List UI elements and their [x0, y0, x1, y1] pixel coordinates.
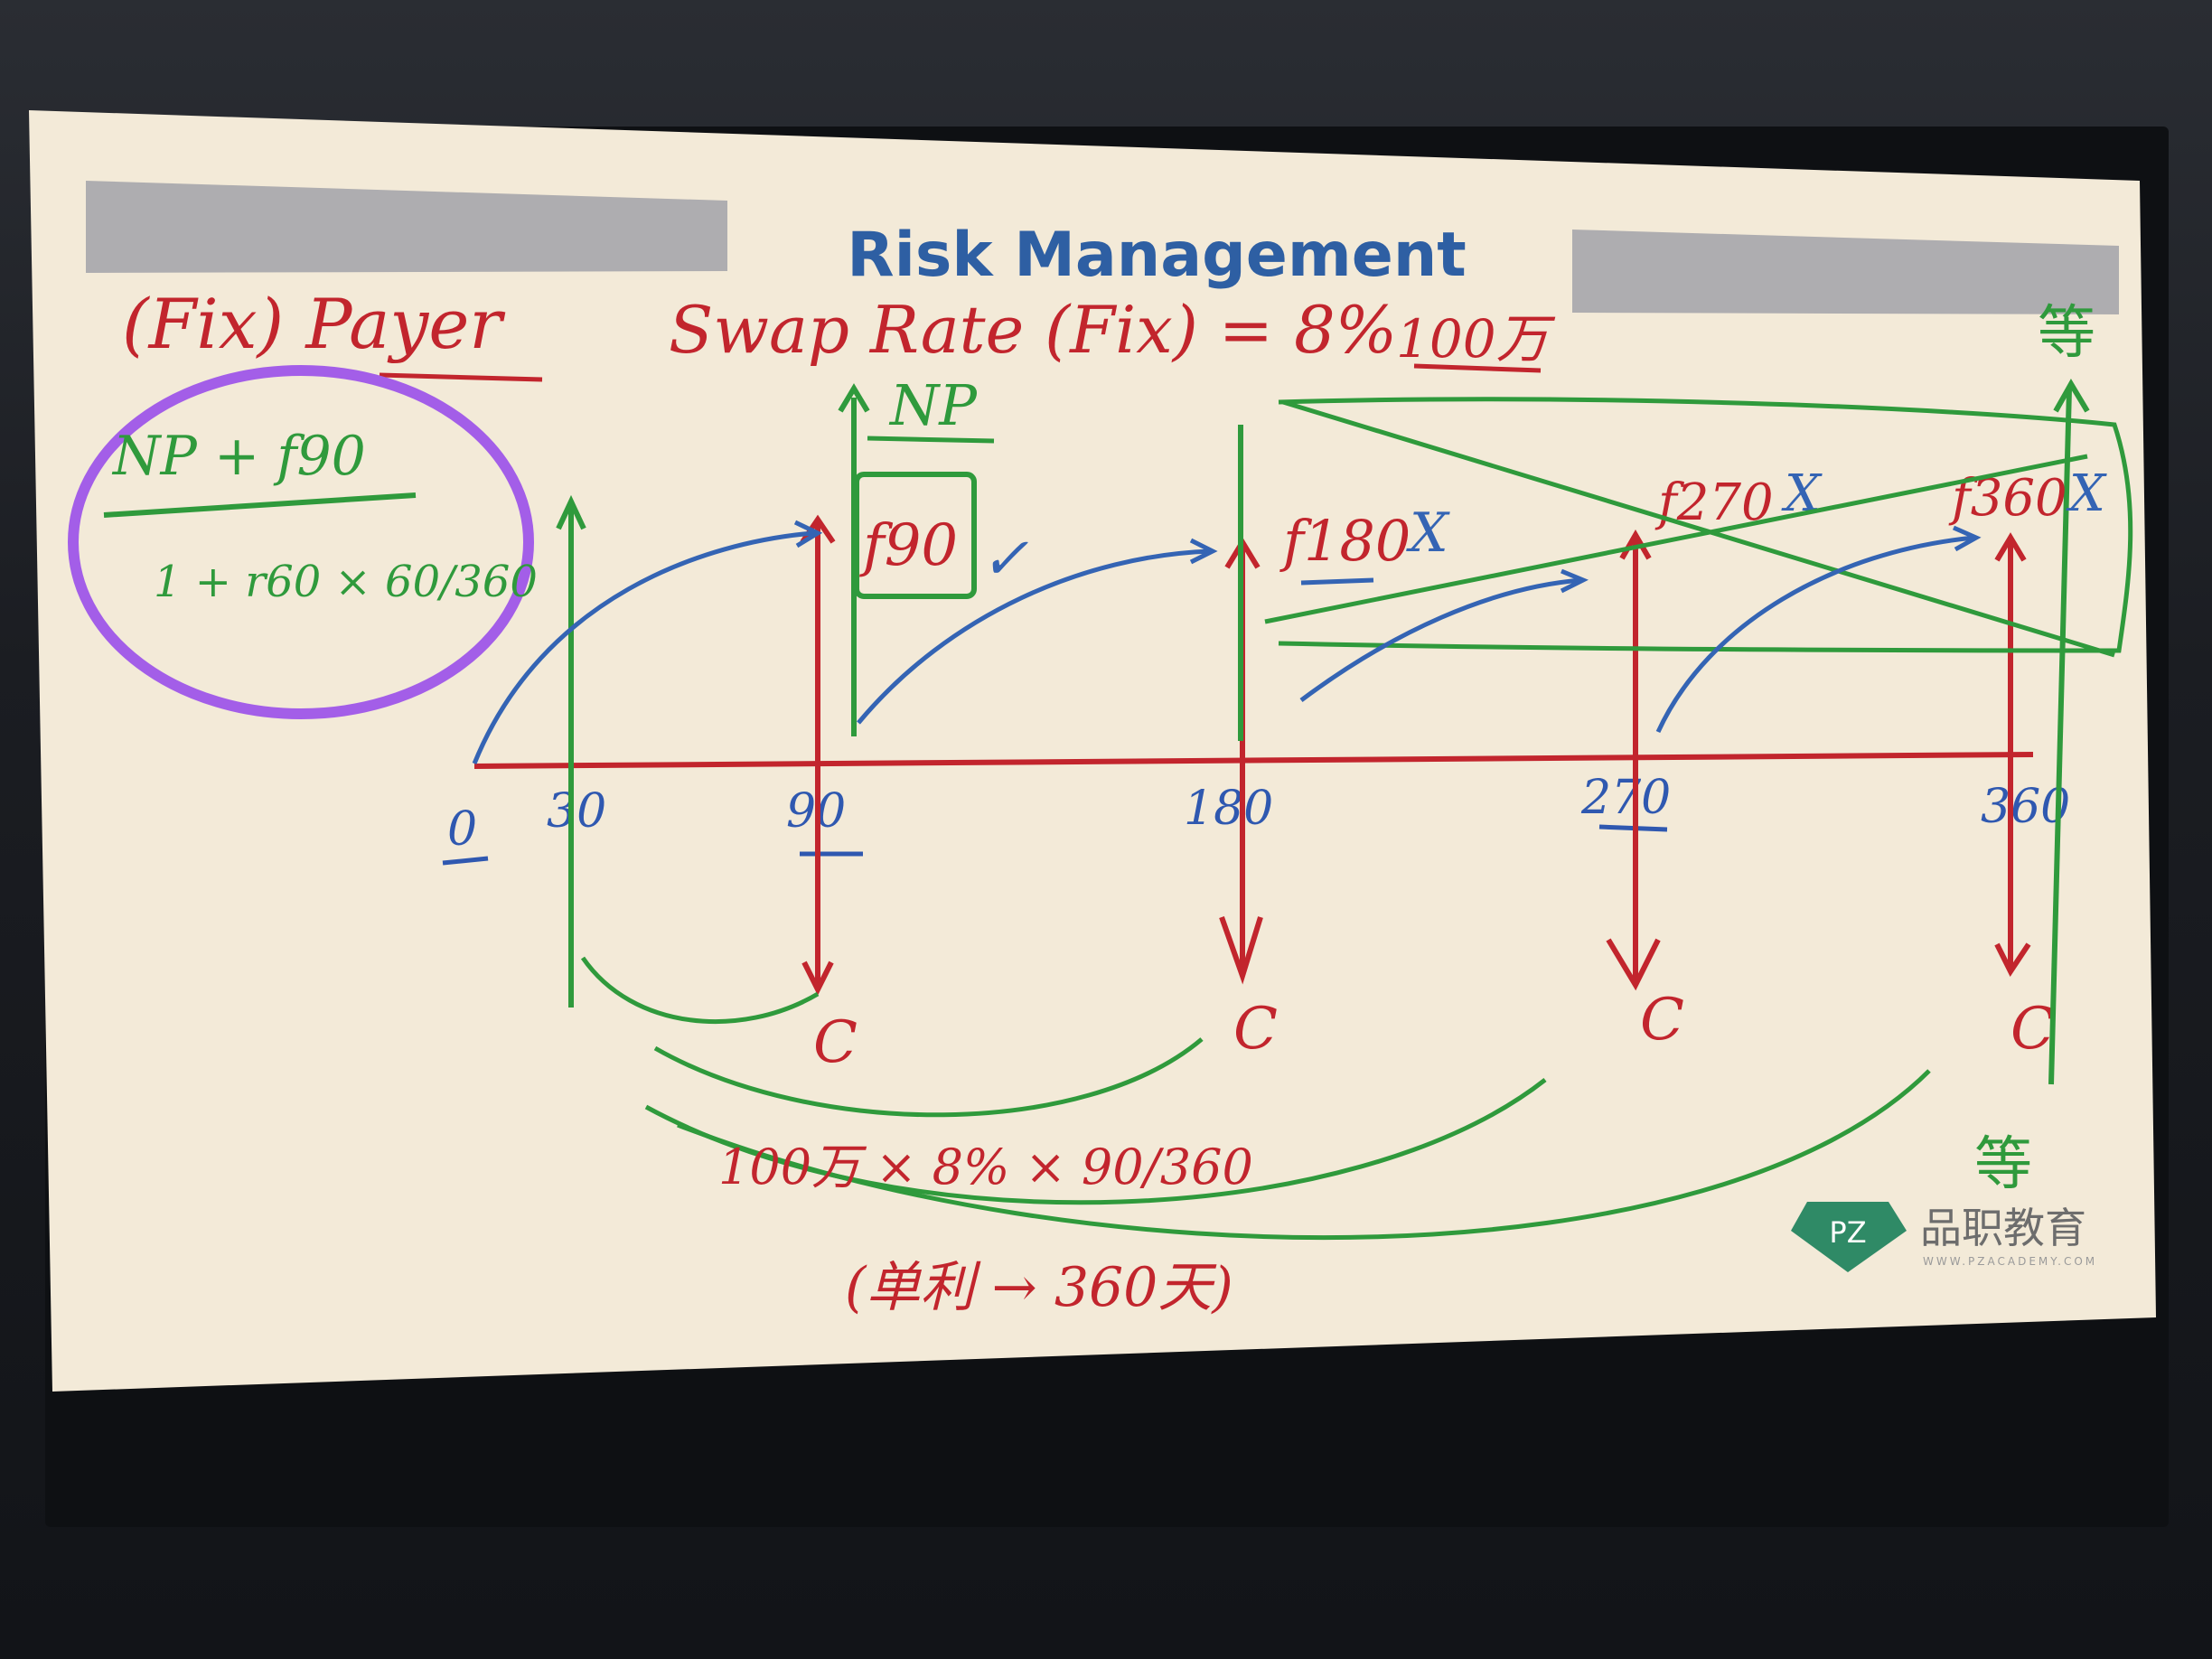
arc-180-270	[1299, 577, 1582, 703]
cash-label-270: C	[1640, 987, 1684, 1054]
f90-label: f90	[859, 512, 958, 579]
logo-url: WWW.PZACADEMY.COM	[1923, 1255, 2097, 1268]
arc-0-90	[472, 530, 814, 764]
green-arrowhead-360	[2053, 379, 2090, 413]
header-bar-right	[1572, 230, 2119, 314]
tick-label-180: 180	[1184, 782, 1273, 836]
logo-mark-icon	[1791, 1202, 1907, 1272]
swap-rate-label: Swap Rate (Fix) = 8%	[669, 292, 1397, 368]
f180-cross: X	[1406, 501, 1450, 565]
green-arrowhead-30	[556, 494, 586, 530]
arc-90-180	[857, 548, 1212, 725]
logo-mark-text: PZ	[1829, 1215, 1866, 1250]
logo-name: 品职教育	[1920, 1204, 2086, 1252]
f360-label: f360	[1948, 469, 2067, 528]
crossout-diagonal-2	[1264, 454, 2088, 624]
np-label: NP	[888, 372, 978, 438]
crossout-outline	[1278, 397, 2133, 653]
formula-denominator: 1 + r60 × 60/360	[154, 557, 538, 607]
f180-underline	[1300, 577, 1374, 586]
payer-underline	[379, 372, 543, 382]
highlight-circle	[68, 365, 534, 719]
crossed-out-region	[1264, 397, 2133, 658]
f360-cross: X	[2066, 464, 2107, 523]
arrowhead-180-down	[1219, 915, 1263, 985]
arc-270-360-head	[1952, 525, 1982, 552]
formula-numerator: NP + f90	[111, 425, 366, 488]
cash-label-90: C	[813, 1009, 858, 1076]
header-bar-left	[86, 181, 727, 273]
arc-180-270-head	[1560, 568, 1589, 594]
cash-label-180: C	[1233, 996, 1278, 1063]
arc-90-180-head	[1189, 538, 1218, 565]
coupon-formula: 100万 × 8% × 90/360	[718, 1139, 1253, 1195]
arrowhead-90-down	[801, 961, 834, 996]
payment-arrows	[800, 514, 2031, 996]
tick-label-0: 0	[447, 802, 477, 857]
f180-label: f180	[1279, 508, 1411, 574]
green-arrowhead-90	[838, 383, 870, 413]
crossout-diagonal-1	[1282, 399, 2115, 658]
timeline-ticks: 0 30 90 180 270 360	[447, 771, 2070, 857]
equal-mark-top: 等	[2038, 300, 2095, 367]
tick-label-30: 30	[547, 784, 606, 839]
tick-label-270: 270	[1580, 771, 1671, 825]
notional-underline	[1413, 363, 1542, 373]
f90-box	[854, 472, 977, 599]
arc-0-90-head	[793, 520, 823, 548]
arrowhead-360-up	[1994, 532, 2027, 562]
cash-labels: C C C C	[813, 987, 2055, 1076]
np-underline	[867, 436, 995, 444]
arrowhead-270-down	[1606, 938, 1661, 991]
notional-label: 100万	[1396, 308, 1556, 370]
equal-mark-bottom: 等	[1974, 1131, 2032, 1198]
slide-surface	[29, 110, 2156, 1392]
discount-arcs	[472, 520, 1982, 764]
timeline-axis	[473, 752, 2034, 769]
formula-fraction-bar	[103, 492, 417, 518]
coupon-arcs	[580, 956, 1931, 1241]
arrowhead-360-down	[1994, 942, 2031, 977]
slide-title: Risk Management	[847, 220, 1467, 291]
arc-270-360	[1655, 535, 1975, 734]
payer-label: (Fix) Payer	[122, 284, 506, 364]
green-line-360	[2048, 388, 2072, 1085]
cash-label-360: C	[2010, 996, 2055, 1063]
arc-lower-2	[653, 1037, 1204, 1118]
arc-lower-1	[580, 956, 820, 1025]
simple-interest-note: (单利 → 360天)	[845, 1256, 1233, 1319]
tick-underline-0	[442, 856, 489, 866]
arc-lower-4	[677, 1069, 1931, 1241]
f90-check: ✓	[980, 526, 1029, 593]
